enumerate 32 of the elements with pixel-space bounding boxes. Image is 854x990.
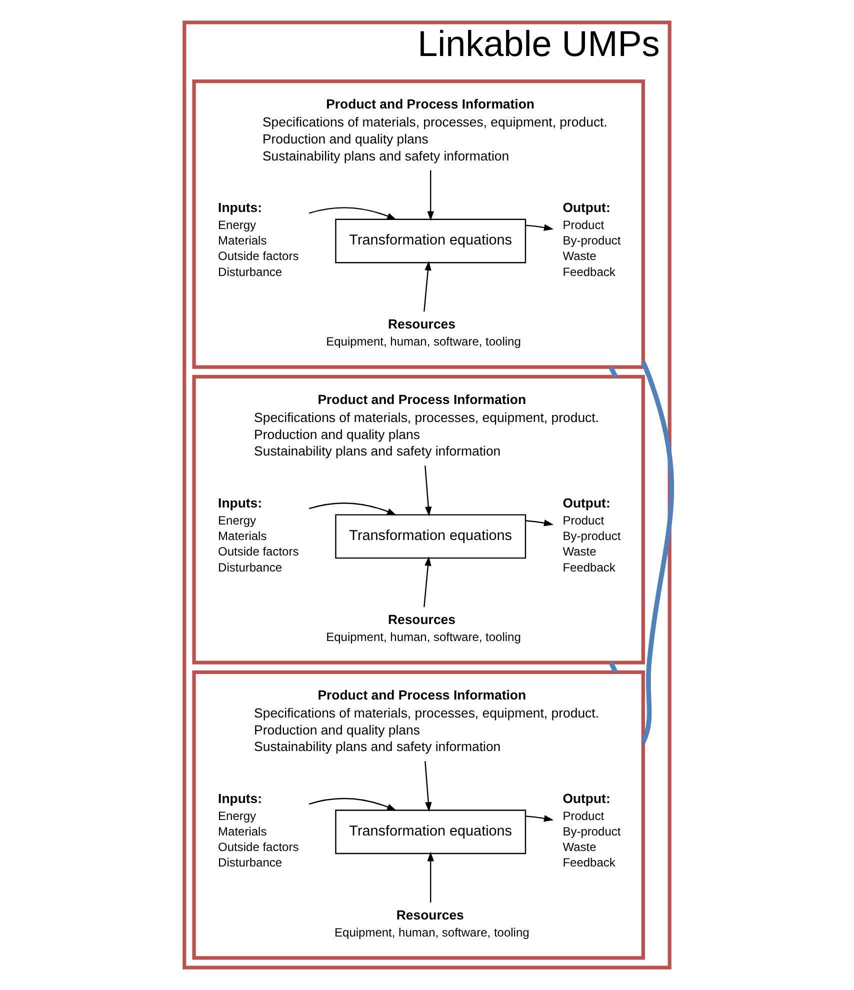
- connector: [608, 366, 618, 378]
- arrow: [424, 761, 432, 812]
- node-text: Inputs: Energy Materials Outside factors Disturbance: [218, 200, 299, 279]
- node-text: Output: Product By-product Waste Feedback: [562, 495, 621, 574]
- arrow: [308, 502, 397, 516]
- arrow: [525, 224, 554, 231]
- node-text: Inputs: Energy Materials Outside factors Disturbance: [218, 495, 299, 574]
- node-text: Output: Product By-product Waste Feedback: [562, 790, 621, 870]
- arrow: [525, 815, 554, 822]
- node-text: Product and Process Information Specifications of materials, processes, equipment, product. Production and quality plans Sustainability plans and safety information: [262, 96, 608, 164]
- connector: [608, 661, 618, 674]
- arrow: [427, 170, 434, 221]
- arrow: [308, 798, 397, 811]
- arrow: [525, 520, 554, 526]
- arrow: [424, 556, 432, 608]
- arrow: [424, 260, 432, 312]
- node-box: Transformation equations: [335, 218, 526, 264]
- node-box: Transformation equations: [335, 514, 526, 559]
- node-text: Product and Process Information Specifications of materials, processes, equipment, product. Production and quality plans Sustainability plans and safety information: [254, 688, 599, 754]
- arrow: [308, 207, 397, 220]
- arrow: [427, 852, 434, 902]
- cluster: [192, 374, 645, 664]
- node-text: Resources Equipment, human, software, tooling: [326, 612, 521, 644]
- node-box: Transformation equations: [335, 810, 526, 854]
- node-text: Output: Product By-product Waste Feedback: [562, 200, 621, 279]
- node-text: Resources Equipment, human, software, tooling: [326, 316, 521, 348]
- arrow: [424, 466, 432, 516]
- node-text: Resources Equipment, human, software, tooling: [334, 907, 530, 940]
- cluster: [192, 670, 645, 960]
- node-text: Inputs: Energy Materials Outside factors Disturbance: [218, 790, 299, 870]
- node-text: Product and Process Information Specifications of materials, processes, equipment, product. Production and quality plans Sustainability plans and safety information: [254, 392, 599, 459]
- cluster: [192, 79, 645, 369]
